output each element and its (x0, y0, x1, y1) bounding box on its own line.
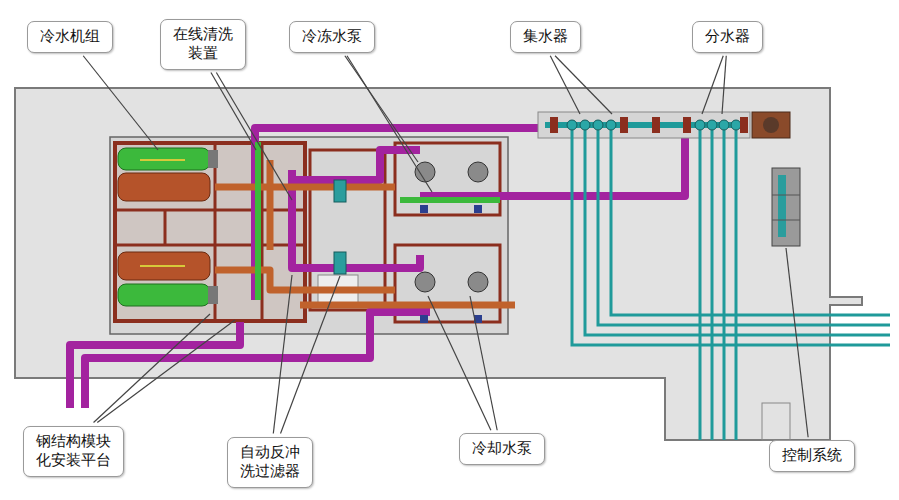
pipe (611, 130, 890, 315)
pump (468, 272, 488, 292)
callout-box: 分水器 (692, 21, 763, 53)
chilled-water-pipes (70, 128, 685, 408)
platform-beam (164, 210, 167, 245)
outlet (719, 120, 729, 130)
callout-label: 冷却水泵 (471, 439, 533, 459)
leader-line (83, 56, 158, 150)
leader-line (281, 276, 341, 434)
pipe (215, 270, 395, 290)
pipe (723, 130, 726, 440)
valve (683, 117, 691, 133)
valve (620, 117, 628, 133)
callout-box: 冷冻水泵 (289, 21, 375, 53)
pipe (598, 130, 890, 325)
leader-line (211, 73, 256, 151)
floor-plan (15, 88, 862, 440)
pipe (711, 130, 714, 440)
callout-label: 自动反冲 洗过滤器 (239, 443, 301, 482)
callout-label: 钢结构模块 化安装平台 (35, 432, 112, 471)
condenser-shell (118, 173, 210, 201)
callout-box: 冷水机组 (27, 21, 113, 53)
callout-box: 集水器 (510, 21, 581, 53)
evaporator-shell (118, 284, 210, 306)
cabinet-divider (772, 220, 800, 221)
callout-label: 冷冻水泵 (301, 27, 363, 47)
callout-box: 钢结构模块 化安装平台 (23, 426, 124, 477)
outlet (567, 120, 577, 130)
leader-line (786, 248, 808, 437)
pipe (420, 130, 685, 196)
valve (474, 205, 482, 213)
pipe (735, 130, 738, 440)
valve (420, 315, 428, 323)
callout-label: 集水器 (522, 27, 569, 47)
leader-line (428, 296, 491, 430)
leader-line (216, 73, 292, 201)
expansion-tank-top (763, 117, 779, 133)
pipe (572, 130, 890, 345)
callout-label: 控制系统 (781, 446, 843, 466)
floor-opening (762, 403, 790, 440)
callout-box: 控制系统 (769, 440, 855, 472)
cabinet-divider (772, 195, 800, 196)
valve (652, 117, 660, 133)
cleaning-pipe (400, 197, 500, 203)
filter-frame (310, 150, 385, 310)
callout-label: 分水器 (704, 27, 751, 47)
callout-box: 在线清洗 装置 (160, 19, 246, 70)
callout-box: 自动反冲 洗过滤器 (227, 437, 313, 488)
backwash-filter (334, 252, 346, 274)
pipe (699, 130, 702, 440)
valve (550, 117, 558, 133)
leader-line (470, 296, 497, 430)
chiller-detail (140, 159, 185, 161)
callout-label: 在线清洗 装置 (172, 25, 234, 64)
control-panel (778, 175, 786, 237)
pipe (300, 302, 515, 309)
callout-box: 冷却水泵 (459, 433, 545, 465)
outlet (593, 120, 603, 130)
condenser-shell (118, 252, 210, 280)
steel-platform (115, 143, 305, 321)
chiller-head (208, 150, 218, 168)
expansion-tank (752, 112, 790, 138)
evaporator-shell (118, 148, 210, 170)
backwash-filter (334, 180, 346, 202)
pump (415, 162, 435, 182)
leader-line (555, 56, 612, 114)
outlet (580, 120, 590, 130)
leader-line (345, 56, 418, 162)
outlet (606, 120, 616, 130)
outlet (695, 120, 705, 130)
platform-grid (115, 143, 305, 321)
pipe (215, 184, 395, 191)
distribution-pipes (572, 130, 890, 440)
pipe (267, 160, 274, 250)
callout-label: 冷水机组 (39, 27, 101, 47)
outlet (731, 120, 741, 130)
valve (740, 117, 748, 133)
pump (468, 162, 488, 182)
platform-beam (115, 244, 305, 247)
header-panel (538, 112, 750, 138)
leader-line (94, 314, 210, 423)
chiller-detail (140, 265, 185, 267)
leader-line (97, 320, 235, 423)
valve (420, 205, 428, 213)
pipe (292, 150, 420, 180)
pump (415, 272, 435, 292)
leader-line (550, 56, 580, 114)
outlet (707, 120, 717, 130)
leader-line (702, 56, 723, 114)
control-cabinet (772, 168, 800, 246)
chiller-head (208, 286, 218, 304)
platform-beam (115, 209, 305, 212)
leader-line (347, 56, 432, 192)
cleaning-pipe (255, 142, 261, 300)
leader-line (722, 56, 726, 114)
